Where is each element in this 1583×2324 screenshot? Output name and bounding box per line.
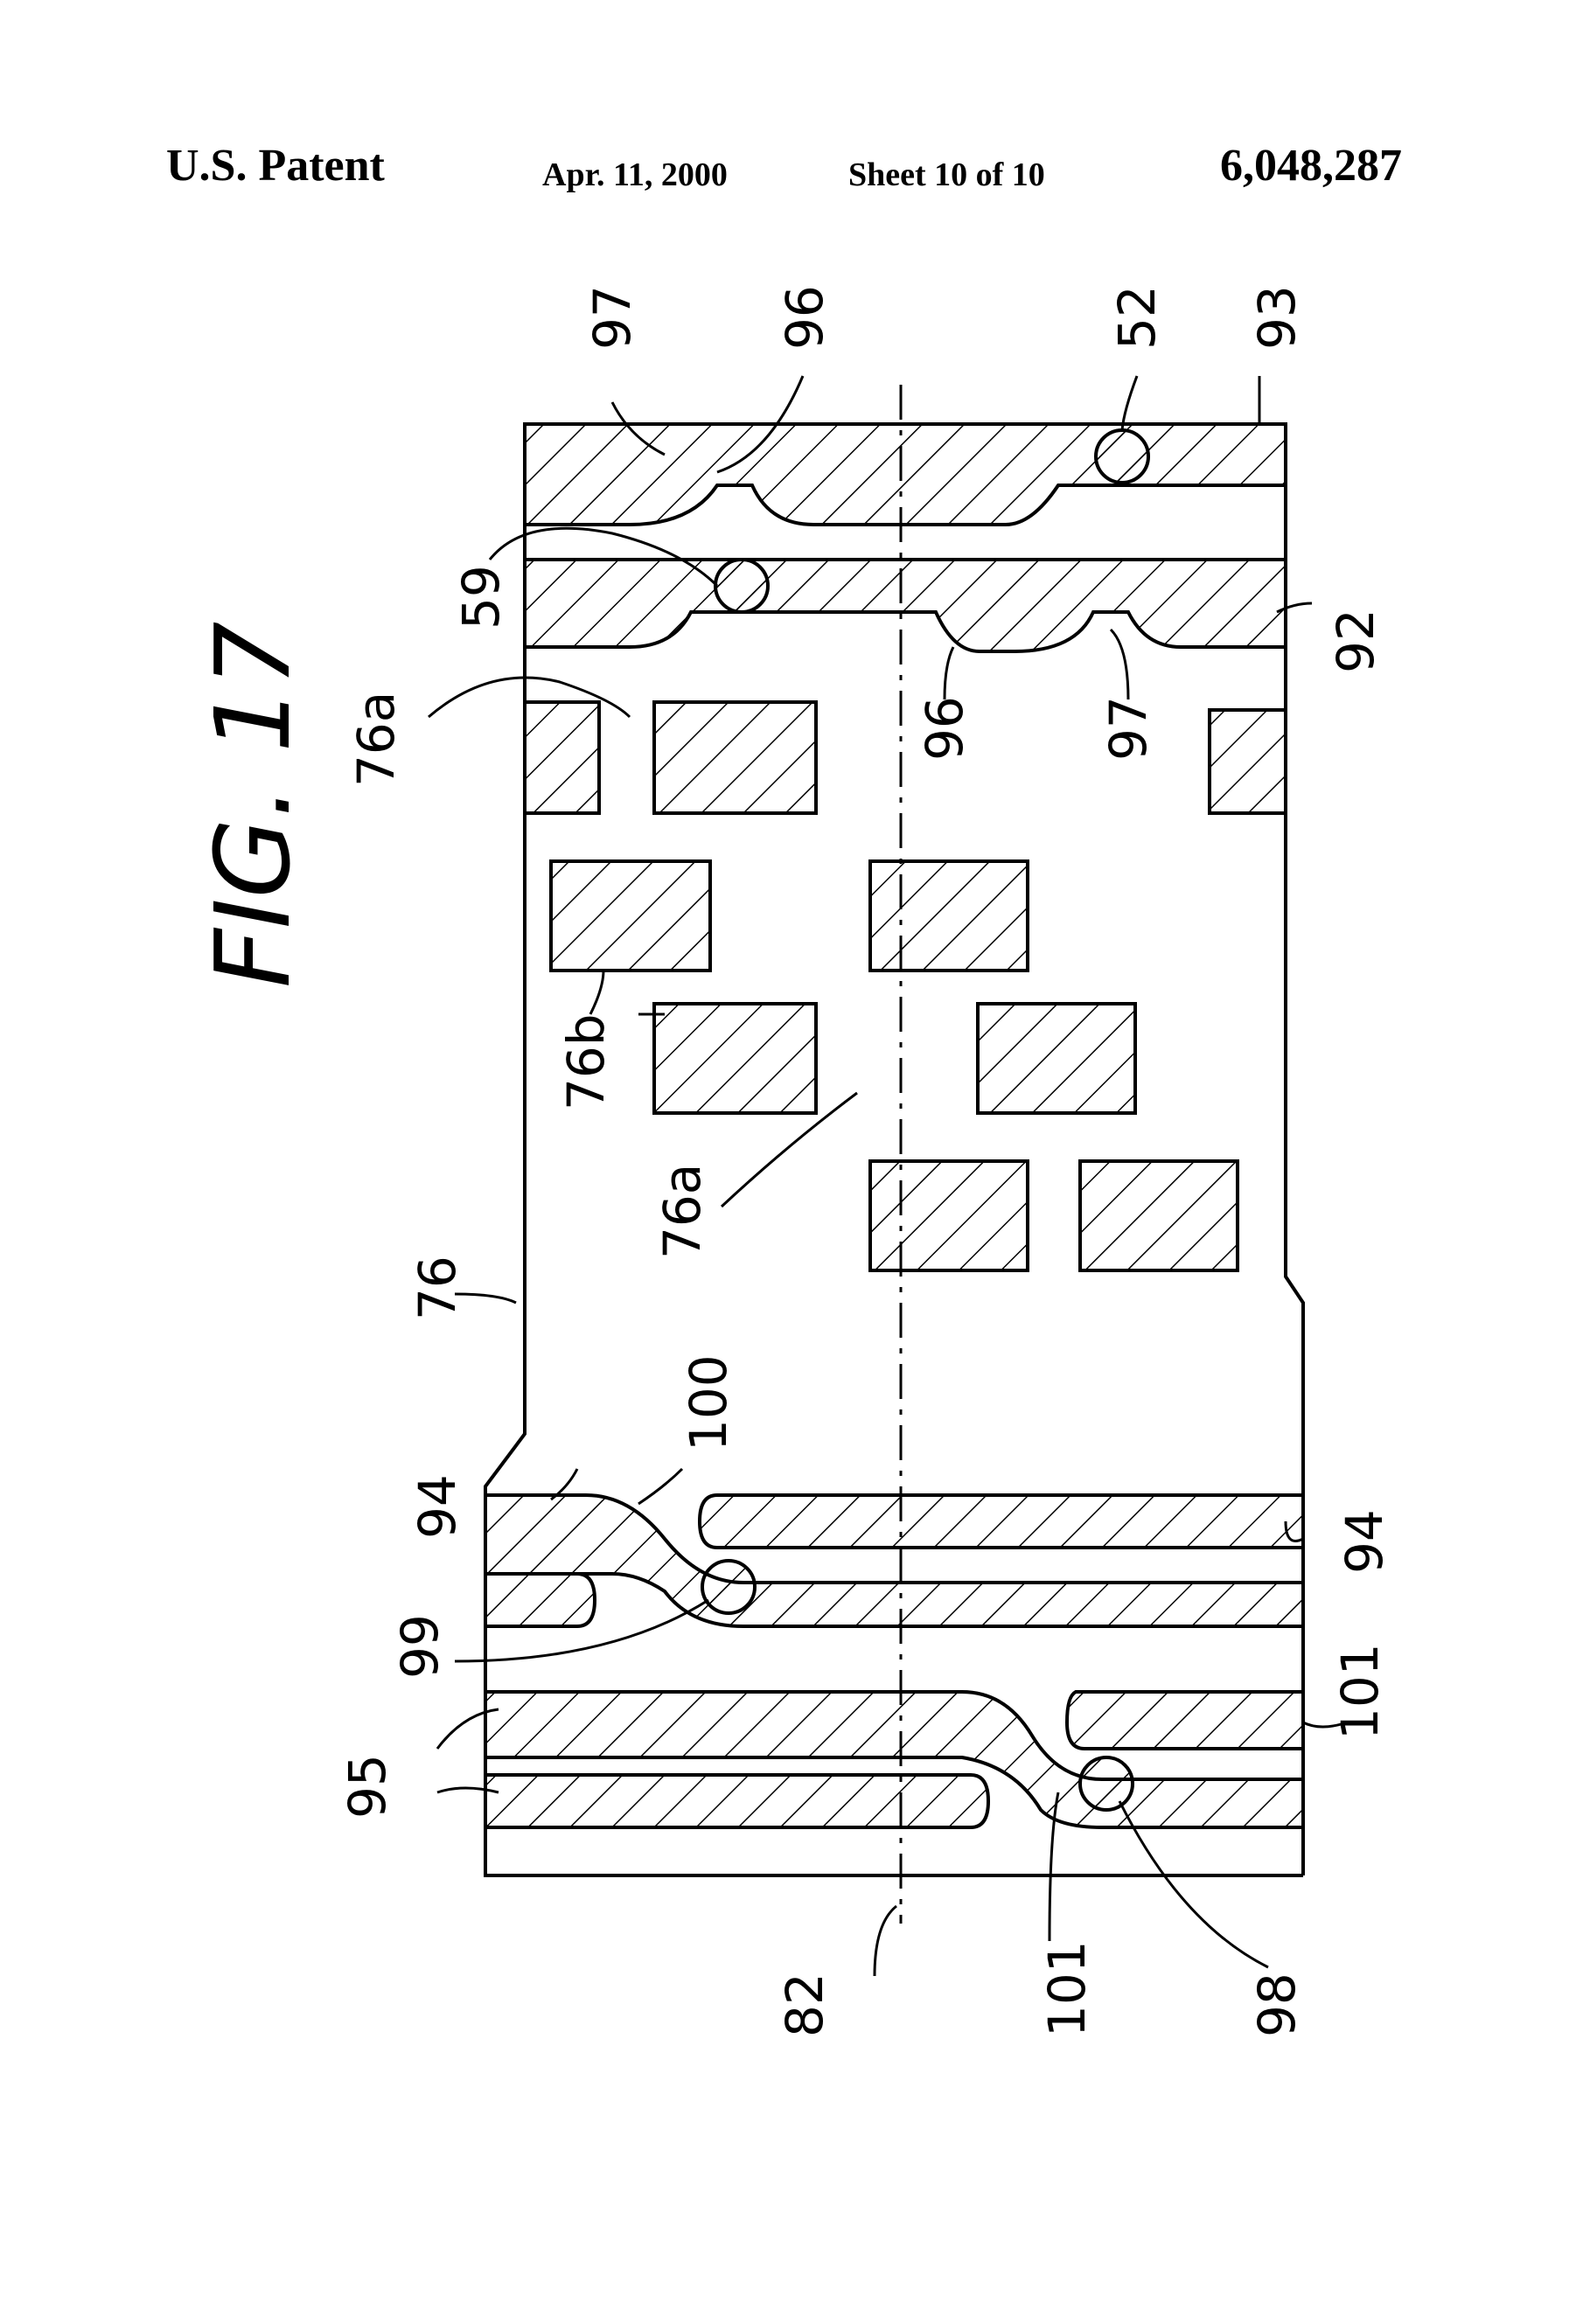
figure-label: FIG. 17	[192, 622, 313, 988]
ref-76: 76	[408, 1256, 467, 1320]
o-ring-98	[1078, 1756, 1134, 1812]
o-ring-99	[701, 1559, 757, 1615]
ref-93: 93	[1247, 285, 1307, 350]
ref-52: 52	[1107, 285, 1167, 350]
ref-94-left: 94	[408, 1474, 467, 1539]
ref-97-top: 97	[582, 285, 642, 350]
patent-label: U.S. Patent	[166, 141, 385, 191]
o-ring-52	[1094, 428, 1150, 484]
sheet-number: Sheet 10 of 10	[848, 157, 1045, 193]
patent-date: Apr. 11, 2000	[542, 157, 728, 193]
plate-93	[523, 422, 1287, 526]
bars-76b	[523, 700, 1287, 1272]
ref-92: 92	[1326, 609, 1385, 673]
ref-94-right: 94	[1335, 1509, 1394, 1574]
ref-101-bottom: 101	[1037, 1940, 1097, 2037]
ref-96-bottom: 96	[915, 696, 974, 761]
o-ring-59	[714, 558, 770, 614]
ref-76a-middle: 76a	[652, 1164, 712, 1259]
ref-97-bottom: 97	[1098, 696, 1158, 761]
ref-98: 98	[1247, 1973, 1307, 2037]
plate-95	[484, 1690, 1305, 1829]
ref-76a-top: 76a	[346, 692, 406, 787]
plate-94	[484, 1493, 1305, 1628]
ref-99: 99	[390, 1614, 450, 1679]
ref-82: 82	[775, 1973, 834, 2037]
ref-59: 59	[451, 565, 511, 630]
ref-76b: 76b	[556, 1013, 616, 1110]
plate-92	[523, 558, 1287, 653]
ref-96-top: 96	[775, 285, 834, 350]
patent-number: 6,048,287	[1220, 141, 1402, 191]
ref-95: 95	[338, 1754, 397, 1819]
leader-lines	[428, 375, 1348, 1977]
ref-101-right: 101	[1330, 1643, 1390, 1740]
ref-100: 100	[679, 1354, 738, 1451]
reference-numerals: 97 96 52 93 59 92 96 97 76a 76b 76a 76 1…	[338, 285, 1394, 2037]
